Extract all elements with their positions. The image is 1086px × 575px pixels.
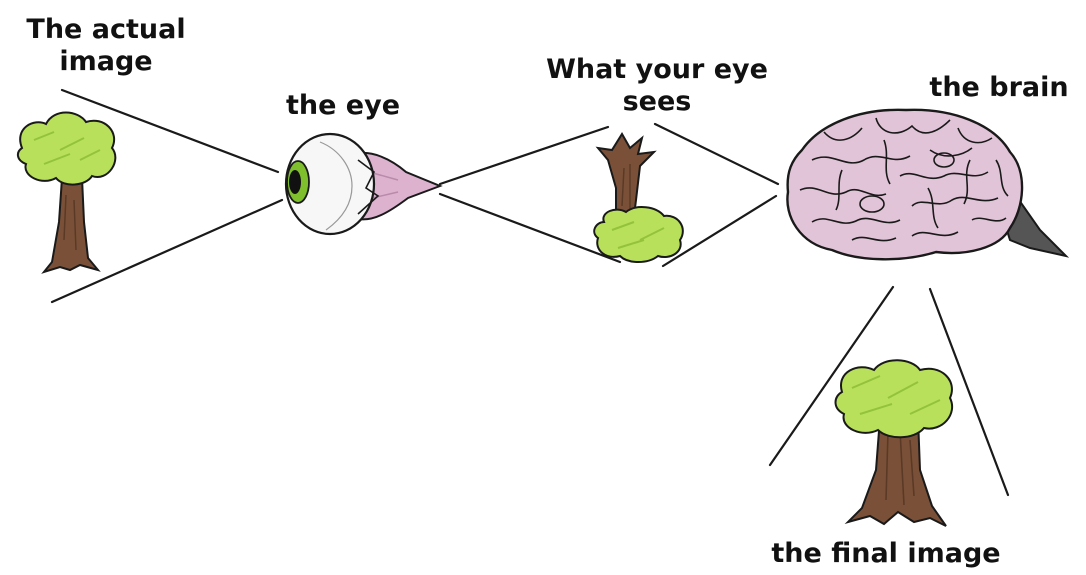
light-rays-eye-to-retina — [440, 127, 620, 262]
eyeball-icon — [286, 134, 440, 234]
label-what-your-eye-sees-line2: sees — [512, 86, 802, 118]
label-actual-image-line1: The actual — [8, 14, 204, 46]
pupil — [289, 170, 301, 194]
label-what-your-eye-sees-line1: What your eye — [512, 54, 802, 86]
final-tree-foliage — [836, 360, 953, 437]
final-tree-icon — [836, 360, 953, 526]
tree-trunk — [44, 178, 98, 272]
label-the-final-image: the final image — [736, 538, 1036, 570]
label-actual-image-line2: image — [8, 46, 204, 78]
label-actual-image: The actual image — [8, 14, 204, 78]
label-the-brain: the brain — [914, 72, 1084, 104]
brain-icon — [787, 110, 1066, 259]
upside-down-tree-icon — [594, 134, 683, 262]
label-the-eye: the eye — [268, 90, 418, 122]
inverted-tree-trunk — [598, 134, 654, 216]
actual-tree-icon — [18, 113, 115, 273]
brain-body — [787, 110, 1022, 259]
label-what-your-eye-sees: What your eye sees — [512, 54, 802, 118]
inverted-tree-foliage — [594, 207, 683, 262]
tree-foliage — [18, 113, 115, 185]
